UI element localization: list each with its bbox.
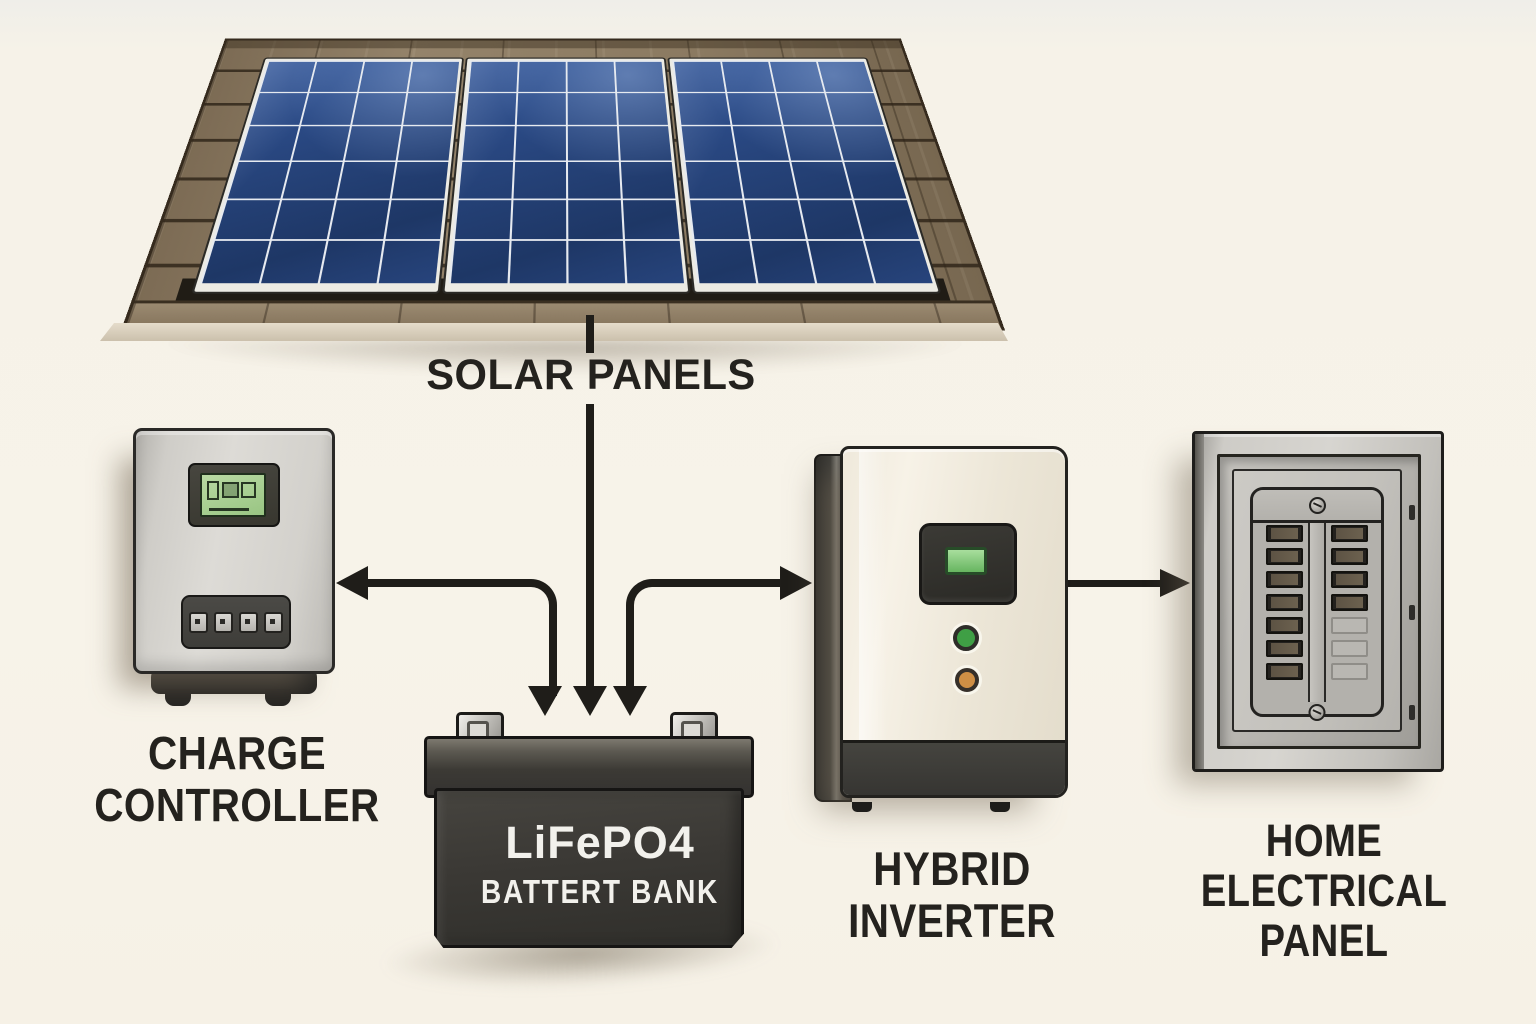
inverter-foot	[852, 802, 872, 812]
breaker-slot-empty	[1331, 617, 1368, 634]
solar-panel	[191, 57, 465, 294]
lcd-glyph	[241, 482, 256, 498]
charge-controller-foot	[265, 689, 291, 706]
controller-button	[264, 611, 283, 633]
solar-panel-cells	[672, 60, 933, 284]
breaker-slot	[1266, 548, 1303, 565]
inverter-foot	[990, 802, 1010, 812]
electrical-panel-illustration	[1192, 431, 1444, 772]
door-hinge	[1409, 505, 1415, 520]
inverter-display	[919, 523, 1017, 605]
arrowhead-to-battery	[573, 686, 607, 716]
inverter-illustration	[814, 446, 1068, 812]
arrowhead-to-hybrid-inverter	[780, 566, 812, 600]
arrowhead-to-charge-controller	[336, 566, 368, 600]
inverter-highlight	[859, 449, 887, 795]
breaker-slot-empty	[1331, 663, 1368, 680]
solar-panel-cells	[448, 60, 685, 284]
lcd-screen	[200, 473, 266, 517]
wire-solar-trunk-lower	[586, 404, 594, 688]
roof-shingles	[120, 38, 1006, 331]
breaker-window-top	[1253, 490, 1381, 523]
wire-inverter-to-panel	[1066, 580, 1166, 587]
lcd-screen-frame	[188, 463, 280, 527]
breaker-column-left	[1266, 523, 1303, 702]
solar-panel-cells	[199, 60, 460, 284]
charge-controller-label: CHARGE CONTROLLER	[94, 727, 380, 831]
breaker-divider	[1308, 523, 1326, 702]
roof-shadow	[145, 340, 985, 374]
charge-controller-illustration	[133, 428, 335, 706]
breaker-slot	[1331, 594, 1368, 611]
battery-body: LiFePO4 BATTERT BANK	[434, 788, 744, 948]
lcd-glyph	[207, 481, 219, 500]
arrowhead-to-electrical-panel	[1160, 569, 1190, 597]
lcd-glyph	[209, 508, 249, 511]
screw	[1308, 704, 1326, 721]
lcd-glyph	[222, 482, 239, 498]
breaker-window	[1250, 487, 1384, 717]
controller-button	[214, 611, 233, 633]
charge-controller-foot	[165, 689, 191, 706]
green-led	[953, 625, 979, 651]
breaker-slot	[1266, 525, 1303, 542]
inverter-body	[840, 446, 1068, 798]
controller-button	[189, 611, 208, 633]
inverter-display-indicator	[945, 547, 987, 575]
hybrid-inverter-label: HYBRID INVERTER	[848, 842, 1056, 947]
battery-label: LiFePO4 BATTERT BANK	[449, 817, 744, 911]
button-panel	[181, 595, 291, 649]
arrowhead-to-battery	[613, 686, 647, 716]
solar-panel	[442, 57, 691, 294]
battery-label-line2: BATTERT BANK	[480, 873, 720, 910]
solar-panel	[666, 57, 942, 294]
home-electrical-panel-label: HOME ELECTRICAL PANEL	[1200, 815, 1448, 966]
wire-solar-to-controller	[366, 579, 557, 696]
orange-led	[955, 668, 979, 692]
breaker-column-right	[1331, 523, 1368, 702]
breaker-slot	[1331, 571, 1368, 588]
inverter-bottom-band	[843, 740, 1065, 795]
breaker-slot	[1266, 571, 1303, 588]
breaker-slot	[1266, 640, 1303, 657]
breaker-slot	[1331, 525, 1368, 542]
battery-label-line1: LiFePO4	[505, 817, 695, 868]
wire-solar-to-inverter	[626, 579, 790, 696]
breaker-slot-empty	[1331, 640, 1368, 657]
battery-illustration: LiFePO4 BATTERT BANK	[378, 710, 782, 997]
wire-solar-trunk-upper	[586, 315, 594, 353]
door-hinge	[1409, 605, 1415, 620]
door-hinge	[1409, 705, 1415, 720]
roof-fascia	[100, 323, 1008, 341]
breaker-slot	[1266, 663, 1303, 680]
solar-array-illustration	[120, 0, 1006, 346]
breaker-slot	[1331, 548, 1368, 565]
arrowhead-to-battery	[528, 686, 562, 716]
screw	[1308, 496, 1326, 514]
breaker-columns	[1266, 523, 1368, 702]
electrical-panel-frame	[1192, 431, 1444, 772]
roof-ridge	[224, 40, 902, 49]
breaker-slot	[1266, 594, 1303, 611]
controller-button	[239, 611, 258, 633]
electrical-panel-door	[1232, 469, 1402, 732]
breaker-slot	[1266, 617, 1303, 634]
electrical-panel-recess	[1217, 454, 1421, 749]
charge-controller-body	[133, 428, 335, 674]
solar-panels-label: SOLAR PANELS	[426, 351, 756, 399]
